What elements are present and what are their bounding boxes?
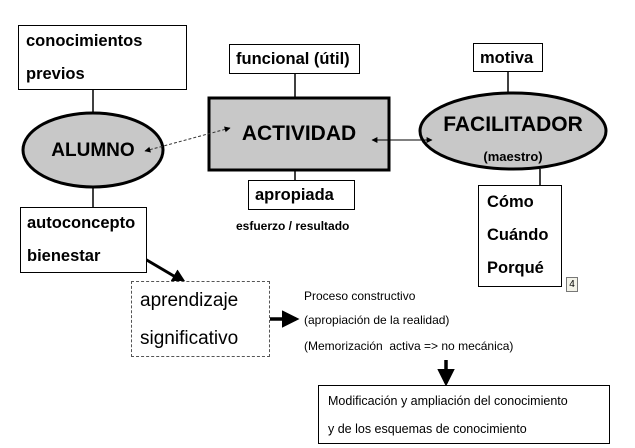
apropiada-box: apropiada bbox=[248, 180, 355, 210]
maestro-label: (maestro) bbox=[483, 149, 543, 164]
actividad-label: ACTIVIDAD bbox=[241, 122, 357, 145]
facilitador-label: FACILITADOR bbox=[443, 113, 583, 136]
aprendizaje-line1: aprendizaje bbox=[140, 290, 239, 311]
conocimientos-line1: conocimientos bbox=[26, 32, 143, 50]
modificacion-box: Modificación y ampliación del conocimien… bbox=[318, 385, 610, 444]
proceso-line2: (apropiación de la realidad) bbox=[304, 313, 450, 327]
facilitador-ellipse bbox=[418, 91, 608, 171]
proceso-line1: Proceso constructivo bbox=[304, 289, 416, 303]
aprendizaje-line2: significativo bbox=[140, 328, 239, 349]
modificacion-line2: y de los esquemas de conocimiento bbox=[328, 422, 527, 436]
preguntas-box: Cómo Cuándo Porqué bbox=[478, 185, 562, 287]
conocimientos-line2: previos bbox=[26, 65, 85, 83]
actividad-rect bbox=[207, 96, 391, 172]
pregunta-porque: Porqué bbox=[487, 259, 544, 277]
alumno-label: ALUMNO bbox=[51, 140, 135, 161]
autoconcepto-line1: autoconcepto bbox=[27, 214, 136, 232]
pregunta-cuando: Cuándo bbox=[487, 226, 549, 244]
funcional-label: funcional (útil) bbox=[236, 50, 350, 68]
modificacion-line1: Modificación y ampliación del conocimien… bbox=[328, 394, 568, 408]
motiva-box: motiva bbox=[473, 43, 543, 72]
proceso-line3: (Memorización activa => no mecánica) bbox=[304, 339, 514, 353]
page-number-badge: 4 bbox=[566, 277, 578, 292]
autoconcepto-box: autoconcepto bienestar bbox=[20, 207, 147, 273]
funcional-box: funcional (útil) bbox=[229, 44, 360, 74]
esfuerzo-label: esfuerzo / resultado bbox=[236, 219, 350, 233]
motiva-label: motiva bbox=[480, 49, 534, 67]
apropiada-label: apropiada bbox=[255, 186, 334, 204]
arrow-autoconcepto-aprendizaje bbox=[144, 257, 187, 284]
conocimientos-box: conocimientos previos bbox=[18, 25, 187, 90]
pregunta-como: Cómo bbox=[487, 193, 534, 211]
autoconcepto-line2: bienestar bbox=[27, 247, 101, 265]
aprendizaje-box: aprendizaje significativo bbox=[131, 281, 270, 357]
